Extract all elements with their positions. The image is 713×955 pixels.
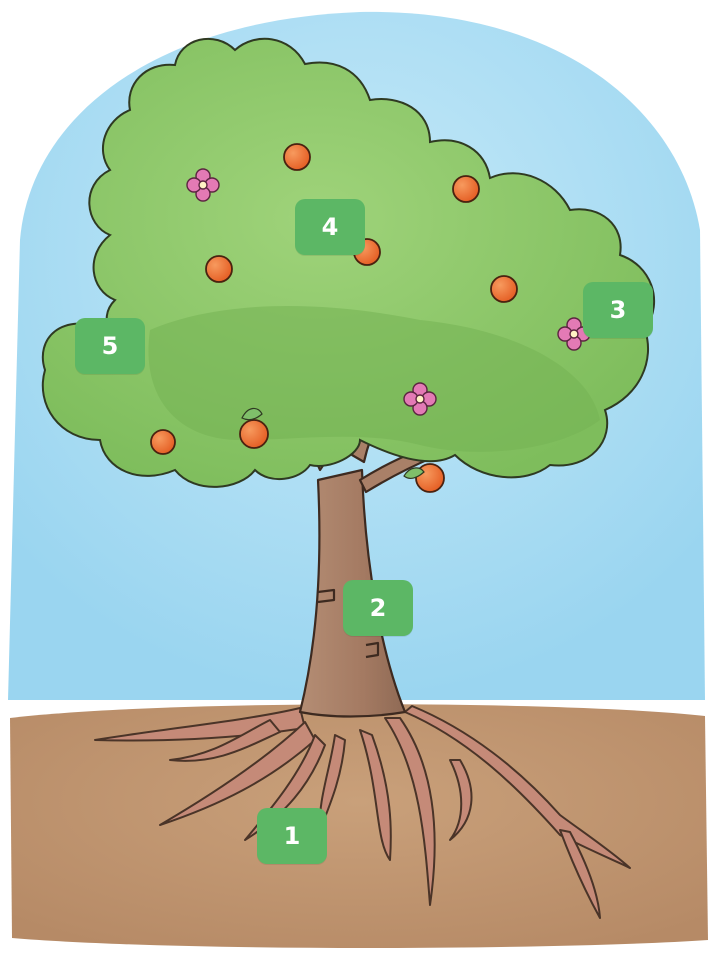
label-trunk-marker: 2	[343, 580, 413, 636]
orange-fruit-icon	[491, 276, 517, 302]
orange-fruit-icon	[206, 256, 232, 282]
label-roots-marker: 1	[257, 808, 327, 864]
orange-fruit-icon	[453, 176, 479, 202]
orange-fruit-icon	[240, 420, 268, 448]
orange-fruit-icon	[284, 144, 310, 170]
label-leaves-marker: 5	[75, 318, 145, 374]
label-flowers-marker: 3	[583, 282, 653, 338]
orange-fruit-icon	[151, 430, 175, 454]
label-fruits-marker: 4	[295, 199, 365, 255]
